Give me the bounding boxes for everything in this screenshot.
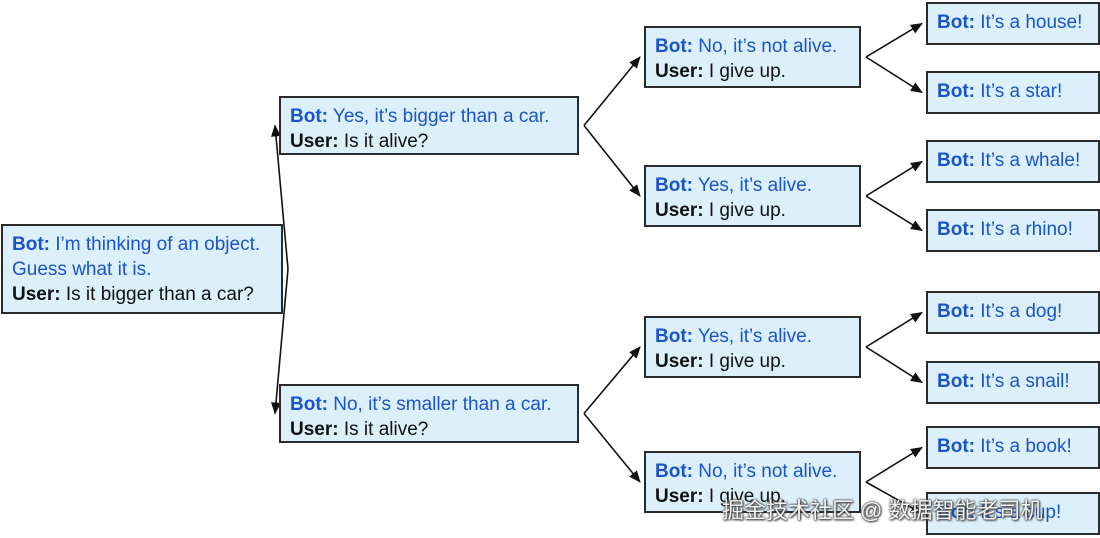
bot-speaker-label: Bot: — [937, 150, 975, 171]
bot-message-text: It’s a house! — [974, 12, 1083, 33]
bot-message-text: It’s a rhino! — [974, 219, 1073, 240]
root-line-1: Bot: I’m thinking of an object. — [12, 232, 276, 257]
big-alive-line-1: Bot: Yes, it’s alive. — [655, 173, 854, 198]
bot-message-text: I’m thinking of an object. — [49, 234, 261, 255]
bot-message-text: It’s a star! — [974, 81, 1063, 102]
bot-speaker-label: Bot: — [937, 12, 975, 33]
user-message-text: I give up. — [703, 200, 786, 221]
bot-speaker-label: Bot: — [655, 175, 693, 196]
node-snail: Bot: It’s a snail! — [926, 361, 1100, 404]
user-speaker-label: User: — [290, 131, 339, 152]
bot-message-text: It’s a cup! — [974, 502, 1062, 523]
node-small-not-alive: Bot: No, it’s not alive.User: I give up. — [644, 451, 861, 513]
user-speaker-label: User: — [12, 284, 61, 305]
house-line-1: Bot: It’s a house! — [937, 10, 1093, 35]
bot-speaker-label: Bot: — [290, 394, 328, 415]
bot-speaker-label: Bot: — [655, 326, 693, 347]
bot-speaker-label: Bot: — [655, 36, 693, 57]
node-root: Bot: I’m thinking of an object.Guess wha… — [1, 224, 283, 314]
user-speaker-label: User: — [290, 419, 339, 440]
bot-message-text: Yes, it’s bigger than a car. — [327, 106, 550, 127]
user-message-text: Is it alive? — [338, 131, 429, 152]
arrow-smaller-to-small-alive — [583, 346, 641, 415]
user-message-text: I give up. — [703, 351, 786, 372]
star-line-1: Bot: It’s a star! — [937, 79, 1093, 104]
node-small-alive: Bot: Yes, it’s alive.User: I give up. — [644, 316, 861, 378]
bot-speaker-label: Bot: — [290, 106, 328, 127]
big-not-alive-line-2: User: I give up. — [655, 59, 854, 84]
node-house: Bot: It’s a house! — [926, 2, 1100, 45]
bot-speaker-label: Bot: — [655, 461, 693, 482]
node-bigger: Bot: Yes, it’s bigger than a car.User: I… — [279, 96, 579, 155]
bot-speaker-label: Bot: — [12, 234, 50, 255]
small-not-alive-line-1: Bot: No, it’s not alive. — [655, 459, 854, 484]
bot-message-text: It’s a whale! — [974, 150, 1081, 171]
bigger-line-1: Bot: Yes, it’s bigger than a car. — [290, 104, 572, 129]
arrow-bigger-to-big-alive — [583, 125, 641, 197]
bot-message-text: It’s a snail! — [974, 371, 1070, 392]
user-speaker-label: User: — [655, 61, 704, 82]
arrow-small-alive-to-dog — [865, 311, 923, 348]
bot-message-text: No, it’s not alive. — [692, 461, 838, 482]
arrow-big-not-alive-to-star — [865, 56, 923, 94]
dog-line-1: Bot: It’s a dog! — [937, 299, 1093, 324]
snail-line-1: Bot: It’s a snail! — [937, 369, 1093, 394]
big-alive-line-2: User: I give up. — [655, 198, 854, 223]
whale-line-1: Bot: It’s a whale! — [937, 148, 1093, 173]
smaller-line-1: Bot: No, it’s smaller than a car. — [290, 392, 572, 417]
node-cup: Bot: It’s a cup! — [926, 492, 1100, 535]
bot-message-text: No, it’s not alive. — [692, 36, 838, 57]
bot-speaker-label: Bot: — [937, 81, 975, 102]
bot-speaker-label: Bot: — [937, 502, 975, 523]
arrow-big-alive-to-whale — [865, 160, 923, 197]
bot-message-text: Yes, it’s alive. — [692, 175, 812, 196]
arrow-small-not-alive-to-cup — [865, 481, 923, 515]
arrow-bigger-to-big-not-alive — [583, 56, 641, 127]
root-line-2: Guess what it is. — [12, 257, 276, 282]
big-not-alive-line-1: Bot: No, it’s not alive. — [655, 34, 854, 59]
node-whale: Bot: It’s a whale! — [926, 140, 1100, 183]
bigger-line-2: User: Is it alive? — [290, 129, 572, 154]
node-rhino: Bot: It’s a rhino! — [926, 209, 1100, 252]
bot-speaker-label: Bot: — [937, 436, 975, 457]
arrow-smaller-to-small-not-alive — [583, 412, 641, 483]
watermark: 掘金技术社区 @ 数据智能老司机 — [722, 498, 1043, 523]
user-message-text: Is it alive? — [338, 419, 429, 440]
arrow-small-alive-to-snail — [865, 346, 923, 384]
bot-message-text: Yes, it’s alive. — [692, 326, 812, 347]
user-message-text: I give up. — [703, 486, 786, 507]
arrow-small-not-alive-to-book — [865, 446, 923, 483]
arrow-root-to-smaller — [271, 268, 289, 415]
cup-line-1: Bot: It’s a cup! — [937, 500, 1093, 525]
arrow-big-alive-to-rhino — [865, 195, 923, 232]
bot-speaker-label: Bot: — [937, 301, 975, 322]
root-line-3: User: Is it bigger than a car? — [12, 282, 276, 307]
node-smaller: Bot: No, it’s smaller than a car.User: I… — [279, 384, 579, 443]
small-alive-line-1: Bot: Yes, it’s alive. — [655, 324, 854, 349]
node-book: Bot: It’s a book! — [926, 426, 1100, 469]
user-message-text: Is it bigger than a car? — [60, 284, 254, 305]
node-big-alive: Bot: Yes, it’s alive.User: I give up. — [644, 165, 861, 227]
bot-message-text: No, it’s smaller than a car. — [327, 394, 552, 415]
bot-message-text: It’s a book! — [974, 436, 1072, 457]
user-speaker-label: User: — [655, 351, 704, 372]
bot-speaker-label: Bot: — [937, 219, 975, 240]
user-speaker-label: User: — [655, 486, 704, 507]
node-dog: Bot: It’s a dog! — [926, 291, 1100, 334]
smaller-line-2: User: Is it alive? — [290, 417, 572, 442]
node-big-not-alive: Bot: No, it’s not alive.User: I give up. — [644, 26, 861, 88]
small-not-alive-line-2: User: I give up. — [655, 484, 854, 509]
small-alive-line-2: User: I give up. — [655, 349, 854, 374]
bot-message-text: It’s a dog! — [974, 301, 1063, 322]
rhino-line-1: Bot: It’s a rhino! — [937, 217, 1093, 242]
bot-message-text: Guess what it is. — [12, 259, 152, 280]
node-star: Bot: It’s a star! — [926, 71, 1100, 114]
book-line-1: Bot: It’s a book! — [937, 434, 1093, 459]
arrow-root-to-bigger — [271, 124, 289, 270]
user-speaker-label: User: — [655, 200, 704, 221]
arrow-big-not-alive-to-house — [865, 22, 923, 58]
user-message-text: I give up. — [703, 61, 786, 82]
bot-speaker-label: Bot: — [937, 371, 975, 392]
